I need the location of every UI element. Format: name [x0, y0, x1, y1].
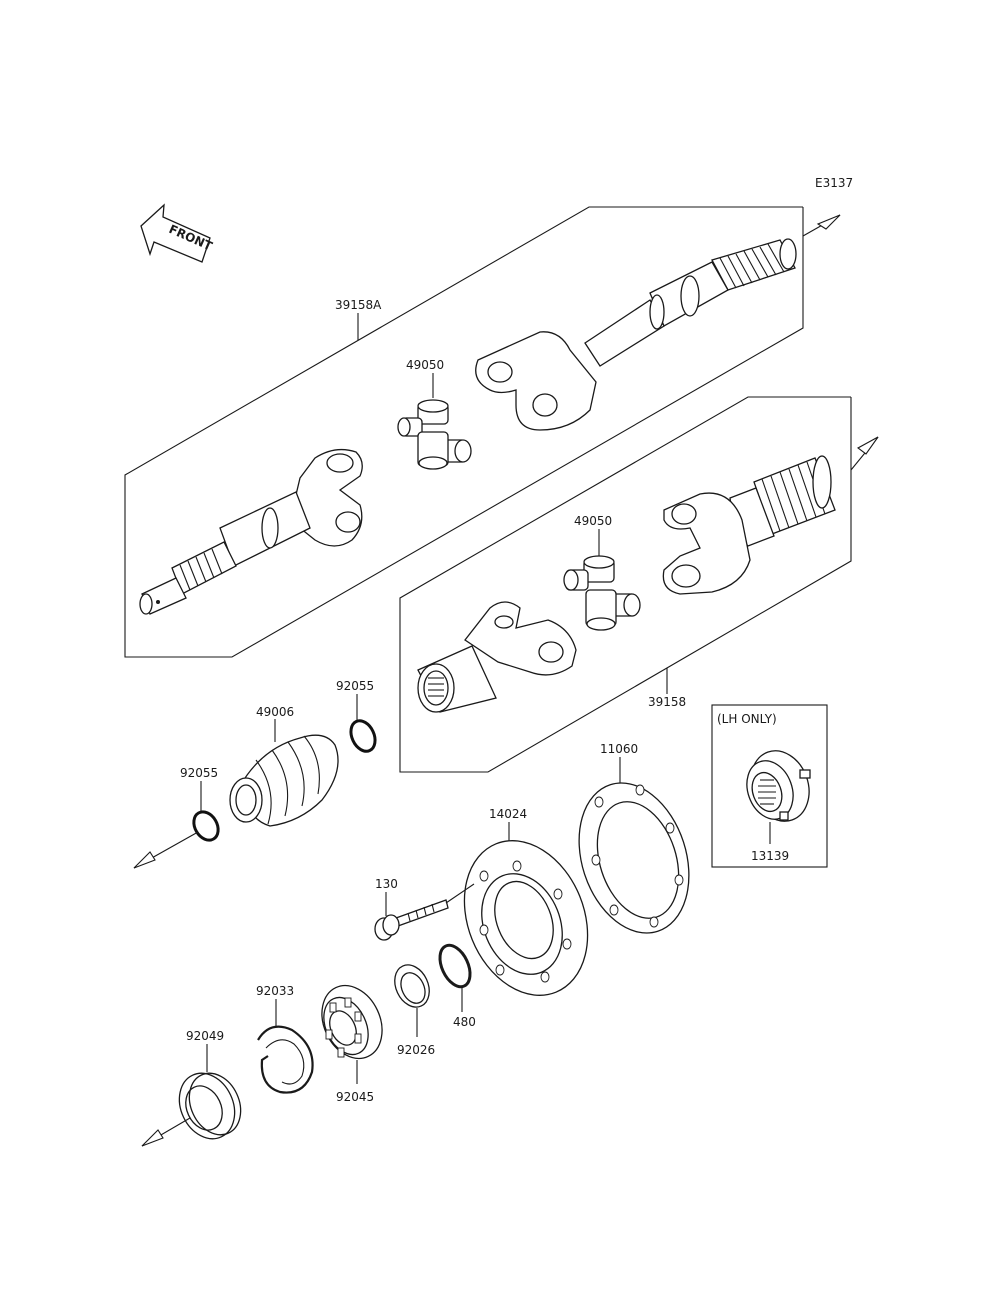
label-14024: 14024	[489, 807, 527, 821]
label-13139: 13139	[751, 849, 789, 863]
outer-shaft-upper	[584, 238, 797, 367]
label-92049: 92049	[186, 1029, 224, 1043]
lh-only-note: (LH ONLY)	[717, 712, 777, 726]
label-39158A: 39158A	[335, 298, 382, 312]
circlip-480: 480	[438, 943, 476, 1029]
lh-only-panel: (LH ONLY) 13139	[711, 704, 828, 868]
bearing-92045: 92045	[321, 984, 383, 1104]
shaft-assembly-39158: 39158	[399, 396, 879, 773]
label-480: 480	[453, 1015, 476, 1029]
o-ring-92055-lower: 92055	[133, 766, 220, 869]
outer-shaft-lower	[729, 455, 836, 547]
label-92055-upper: 92055	[336, 679, 374, 693]
diagram-code: E3137	[815, 176, 853, 190]
label-92026: 92026	[397, 1043, 435, 1057]
washer-92026: 92026	[394, 964, 435, 1057]
inner-shaft-upper	[139, 448, 363, 615]
universal-joint-upper: 49050	[397, 358, 472, 470]
label-49050-upper: 49050	[406, 358, 444, 372]
label-92045: 92045	[336, 1090, 374, 1104]
shaft-assembly-39158A: 39158A	[124, 206, 841, 658]
label-11060: 11060	[600, 742, 638, 756]
bolt-130: 130	[374, 877, 475, 941]
inner-shaft-lower	[417, 601, 577, 713]
boot-49006: 49006	[229, 705, 339, 827]
snap-ring-92033: 92033	[256, 984, 314, 1094]
yoke-upper-right	[475, 331, 597, 431]
label-92055-lower: 92055	[180, 766, 218, 780]
cover-14024: 14024	[463, 807, 589, 996]
label-49050-lower: 49050	[574, 514, 612, 528]
universal-joint-lower: 49050	[563, 514, 641, 631]
yoke-lower-right	[662, 492, 751, 595]
label-39158: 39158	[648, 695, 686, 709]
o-ring-92055-upper: 92055	[336, 679, 377, 753]
label-92033: 92033	[256, 984, 294, 998]
hub-13139	[746, 750, 811, 822]
gasket-11060: 11060	[578, 742, 690, 934]
label-130: 130	[375, 877, 398, 891]
front-arrow-icon: FRONT	[140, 203, 215, 263]
label-49006: 49006	[256, 705, 294, 719]
oil-seal-92049: 92049	[141, 1029, 242, 1147]
